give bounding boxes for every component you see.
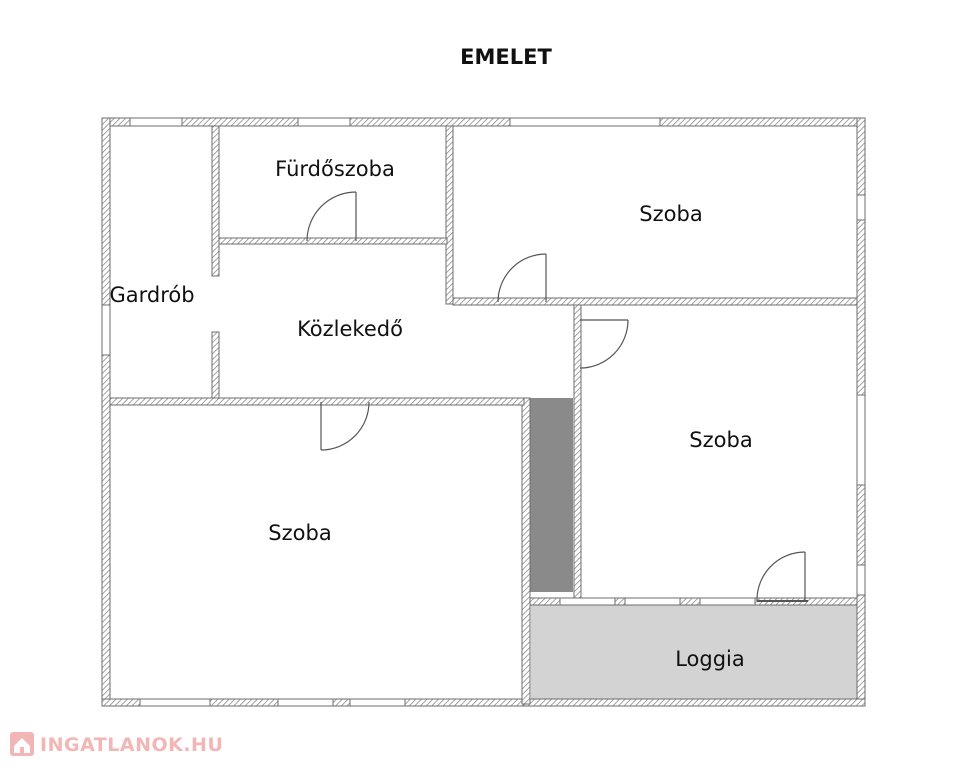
windows	[101, 117, 866, 707]
watermark-logo: INGATLANOK.HU	[6, 728, 223, 760]
room-label-gardrob: Gardrób	[109, 283, 194, 307]
room-label-kozlekedo: Közlekedő	[297, 317, 403, 341]
room-label-furdoszoba: Fürdőszoba	[275, 157, 395, 181]
room-label-loggia: Loggia	[675, 647, 745, 671]
loggia-area	[531, 605, 858, 700]
duct-shaft	[529, 398, 573, 592]
house-logo-icon	[10, 732, 34, 756]
room-label-szoba-top-right: Szoba	[639, 202, 702, 226]
watermark-text: INGATLANOK.HU	[40, 734, 223, 756]
doors	[306, 191, 808, 602]
plan-title: EMELET	[460, 45, 552, 69]
room-label-szoba-left: Szoba	[268, 521, 331, 545]
room-label-szoba-right: Szoba	[689, 428, 752, 452]
